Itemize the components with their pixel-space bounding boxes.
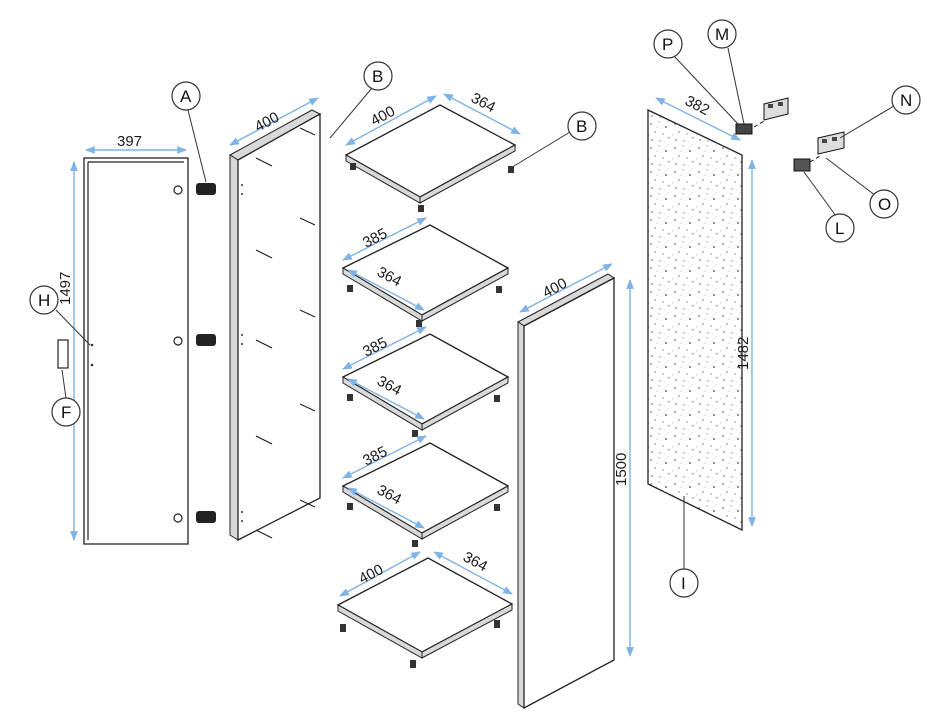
- callout-n: [891, 85, 921, 115]
- shelf-2-width-arrow: [347, 269, 425, 311]
- bottom-width-label: 364: [460, 549, 490, 576]
- callout-b-top: [363, 61, 393, 91]
- callout-o-label: O: [878, 195, 891, 214]
- callout-b-right-label: B: [576, 117, 587, 136]
- right-side-height-label: 1500: [613, 453, 630, 486]
- callout-f: [51, 397, 81, 427]
- callout-i-label: I: [681, 574, 686, 593]
- shelf-top-width-label: 364: [468, 90, 498, 117]
- bottom-depth-arrow: [339, 551, 421, 597]
- door-panel: [83, 157, 189, 545]
- callout-m-label: M: [715, 25, 729, 44]
- callout-p-label: P: [662, 35, 673, 54]
- shelf-3-width-arrow: [347, 378, 425, 420]
- bottom-width-arrow: [433, 551, 513, 595]
- callout-f-label: F: [61, 403, 71, 422]
- callout-m: [707, 19, 737, 49]
- callout-a-label: A: [180, 87, 192, 106]
- door-height-label: 1497: [57, 272, 74, 305]
- shelf-top-depth-arrow: [345, 95, 437, 146]
- callout-i: [669, 568, 699, 598]
- right-side-top-arrow: [519, 263, 613, 313]
- shelf-top-depth-label: 400: [368, 103, 398, 130]
- shelf-3-depth-arrow: [342, 326, 427, 370]
- callout-l: [825, 213, 855, 243]
- back-height-label: 1482: [735, 337, 752, 370]
- door-width-label: 397: [117, 133, 142, 150]
- right-side-panel: [517, 273, 615, 710]
- shelf-2-depth-arrow: [342, 217, 427, 261]
- callout-a: [171, 81, 201, 111]
- back-panel: [647, 108, 743, 532]
- callout-o: [869, 189, 899, 219]
- side-top-arrow: [229, 97, 319, 146]
- handle-part: [57, 339, 69, 369]
- callout-b-right: [567, 111, 597, 141]
- callout-b-top-label: B: [372, 67, 383, 86]
- callout-n-label: N: [900, 91, 912, 110]
- shelf-4-width-arrow: [347, 487, 425, 529]
- shelf-4-depth-arrow: [342, 435, 427, 479]
- callout-h-label: H: [38, 291, 50, 310]
- callout-l-label: L: [835, 219, 844, 238]
- shelf-top-width-arrow: [443, 93, 521, 135]
- left-side-panel: [229, 109, 322, 542]
- hinge-group: [196, 183, 216, 523]
- back-width-label: 382: [682, 92, 712, 119]
- back-width-arrow: [655, 97, 741, 141]
- callout-h: [29, 285, 59, 315]
- callout-p: [653, 29, 683, 59]
